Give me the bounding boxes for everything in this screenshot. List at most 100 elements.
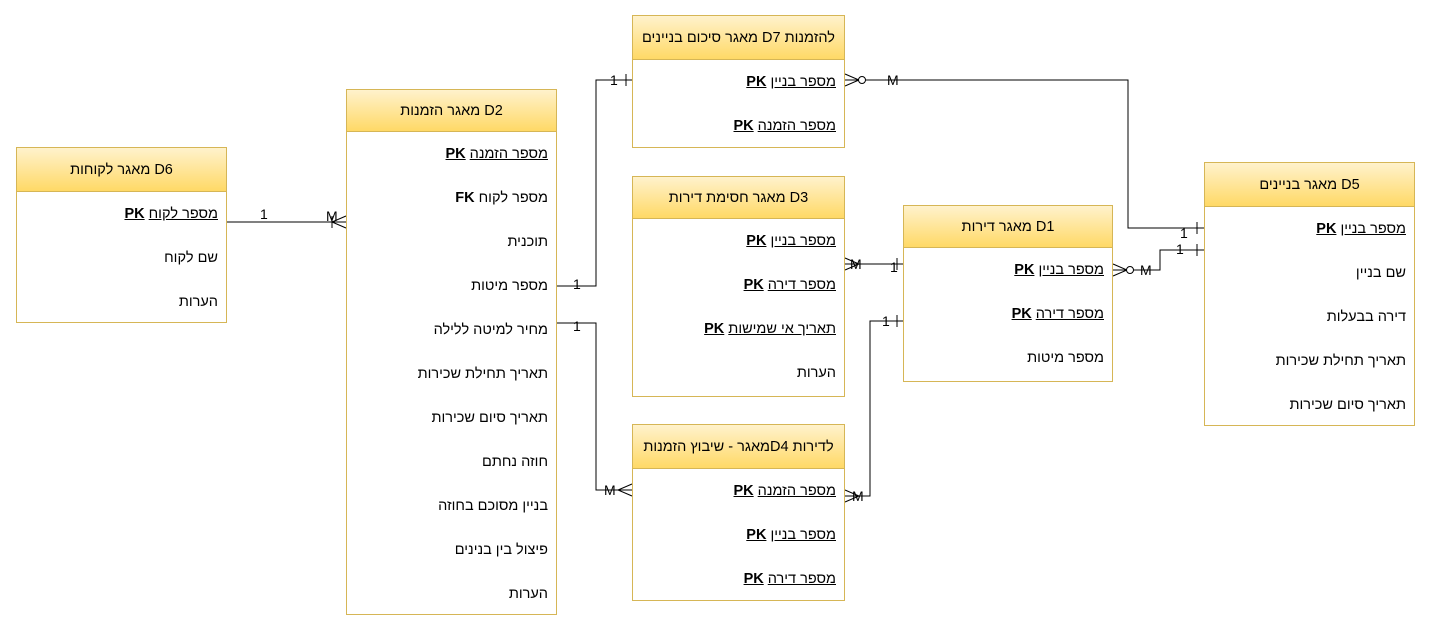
key-badge: PK	[743, 571, 764, 587]
attribute-name: הערות	[508, 586, 548, 602]
entity-attribute[interactable]: תוכנית	[347, 220, 556, 264]
attribute-name: הערות	[796, 365, 836, 381]
attribute-name: מספר הזמנה	[469, 146, 548, 162]
entity-attribute[interactable]: בניין מסוכם בחוזה	[347, 484, 556, 528]
entity-title: מאגר דירות D1	[904, 206, 1112, 248]
key-badge: PK	[1014, 262, 1035, 278]
entity-attribute[interactable]: מחיר למיטה ללילה	[347, 308, 556, 352]
relation-d2-d4	[557, 322, 633, 497]
label-d1-d5-many: M	[1140, 262, 1152, 278]
label-d6-d2-many: M	[326, 208, 338, 224]
attribute-name: מספר מיטות	[471, 278, 548, 294]
label-d4-d1-many: M	[852, 488, 864, 504]
attribute-name: בניין מסוכם בחוזה	[438, 498, 548, 514]
entity-title: מאגר לקוחות D6	[17, 148, 226, 192]
entity-d7[interactable]: מאגר סיכום בניינים D7 להזמנות מספר בניין…	[632, 15, 845, 148]
entity-attribute[interactable]: פיצול בין בנינים	[347, 528, 556, 572]
key-badge: PK	[733, 118, 754, 134]
entity-title: מאגר סיכום בניינים D7 להזמנות	[633, 16, 844, 60]
entity-title: מאגר - שיבוץ הזמנותD4 לדירות	[633, 425, 844, 469]
attribute-name: תאריך תחילת שכירות	[417, 366, 548, 382]
attribute-name: מספר בניין	[770, 74, 836, 90]
attribute-name: מספר לקוח	[148, 206, 218, 222]
entity-attribute[interactable]: הערות	[347, 572, 556, 616]
attribute-name: מספר דירה	[1035, 306, 1104, 322]
entity-attribute[interactable]: חוזה נחתם	[347, 440, 556, 484]
attribute-name: מספר דירה	[767, 571, 836, 587]
entity-title: מאגר הזמנות D2	[347, 90, 556, 132]
entity-attribute[interactable]: הערות	[17, 280, 226, 324]
key-badge: FK	[455, 190, 475, 206]
key-badge: PK	[445, 146, 466, 162]
attribute-name: דירה בבעלות	[1326, 309, 1406, 325]
attribute-name: מספר דירה	[767, 277, 836, 293]
entity-title: מאגר חסימת דירות D3	[633, 177, 844, 219]
attribute-name: מספר בניין	[1340, 221, 1406, 237]
entity-attribute[interactable]: תאריך תחילת שכירות	[1205, 339, 1414, 383]
entity-attribute[interactable]: דירה בבעלות	[1205, 295, 1414, 339]
entity-attribute[interactable]: תאריך סיום שכירות	[347, 396, 556, 440]
key-badge: PK	[1316, 221, 1337, 237]
label-d7-d5-one: 1	[1180, 225, 1188, 241]
attribute-name: מספר הזמנה	[757, 118, 836, 134]
label-d7-d5-many: M	[887, 72, 899, 88]
attribute-name: מחיר למיטה ללילה	[433, 322, 548, 338]
entity-attribute[interactable]: תאריך סיום שכירות	[1205, 383, 1414, 427]
attribute-name: תאריך סיום שכירות	[431, 410, 548, 426]
attribute-name: שם לקוח	[164, 250, 218, 266]
entity-title: מאגר בניינים D5	[1205, 163, 1414, 207]
label-d2-d4-many: M	[604, 482, 616, 498]
entity-attribute[interactable]: שם בניין	[1205, 251, 1414, 295]
attribute-name: תאריך סיום שכירות	[1289, 397, 1406, 413]
relation-d4-d1	[844, 315, 903, 503]
entity-attribute[interactable]: תאריך תחילת שכירות	[347, 352, 556, 396]
attribute-name: חוזה נחתם	[482, 454, 548, 470]
attribute-name: מספר מיטות	[1027, 350, 1104, 366]
key-badge: PK	[743, 277, 764, 293]
entity-attribute[interactable]: מספר מיטות	[347, 264, 556, 308]
attribute-name: תוכנית	[507, 234, 548, 250]
relation-d3-d1	[844, 257, 903, 271]
label-d2-d4-one: 1	[573, 318, 581, 334]
key-badge: PK	[746, 527, 767, 543]
relation-d7-d5	[844, 73, 1204, 234]
entity-attribute[interactable]: שם לקוח	[17, 236, 226, 280]
label-d2-d7-one: 1	[573, 276, 581, 292]
attribute-name: תאריך תחילת שכירות	[1275, 353, 1406, 369]
entity-attribute[interactable]: הערות	[633, 351, 844, 395]
relation-d2-d7	[557, 74, 632, 287]
entity-attribute[interactable]: מספר מיטות	[904, 336, 1112, 380]
key-badge: PK	[1011, 306, 1032, 322]
key-badge: PK	[704, 321, 725, 337]
key-badge: PK	[733, 483, 754, 499]
attribute-name: מספר בניין	[1038, 262, 1104, 278]
label-d3-d1-many: M	[850, 256, 862, 272]
label-d4-d1-one: 1	[882, 313, 890, 329]
attribute-name: מספר בניין	[770, 233, 836, 249]
